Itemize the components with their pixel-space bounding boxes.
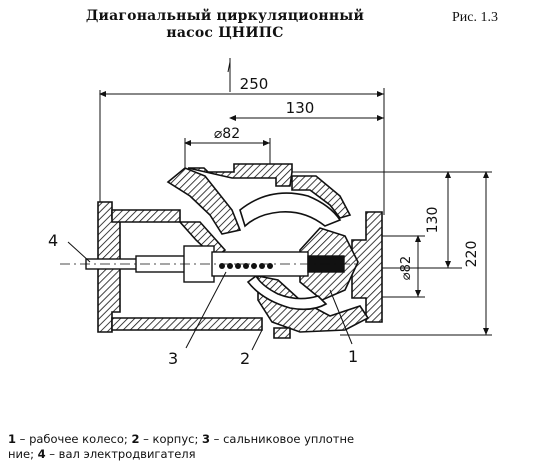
pump-drawing: 250 130 ⌀82 130 220 ⌀82 (48, 58, 492, 368)
title-line-2: насос ЦНИПС (166, 25, 284, 41)
shaft-assembly (60, 245, 356, 283)
caption: 1 – рабочее колесо; 2 – корпус; 3 – саль… (8, 432, 553, 462)
caption-text-2: – корпус; (139, 432, 202, 446)
caption-text-3: – сальниковое уплотне (210, 432, 355, 446)
callout-1: 1 (348, 347, 358, 366)
dim-diameter-top: ⌀82 (214, 126, 240, 142)
pump-body (97, 163, 383, 339)
caption-text-4: ние; (8, 447, 38, 461)
caption-num-2: 2 (131, 432, 140, 446)
title-line-1: Диагональный циркуляционный (85, 8, 365, 24)
callout-4: 4 (48, 231, 58, 250)
gland-packing (219, 263, 273, 269)
figure-label: Рис. 1.3 (452, 10, 498, 25)
callout-3: 3 (168, 349, 178, 368)
vertical-axis (227, 58, 231, 92)
caption-num-4: 4 (37, 447, 46, 461)
caption-line-1: 1 – рабочее колесо; 2 – корпус; 3 – саль… (8, 432, 553, 447)
dim-diameter-right: ⌀82 (399, 256, 414, 280)
caption-text-5: – вал электродвигателя (45, 447, 196, 461)
dim-height-inner: 130 (425, 207, 441, 234)
caption-num-3: 3 (202, 432, 211, 446)
callout-2: 2 (240, 349, 250, 368)
diagram-title: Диагональный циркуляционный насос ЦНИПС (30, 8, 420, 42)
dim-overall-width: 250 (240, 75, 269, 93)
dim-height-overall: 220 (464, 241, 480, 268)
caption-line-2: ние; 4 – вал электродвигателя (8, 447, 553, 462)
caption-text-1: – рабочее колесо; (16, 432, 132, 446)
callout-leaders (67, 241, 353, 351)
dim-inner-width: 130 (286, 99, 315, 117)
dimension-lines (99, 88, 492, 336)
caption-num-1: 1 (8, 432, 17, 446)
